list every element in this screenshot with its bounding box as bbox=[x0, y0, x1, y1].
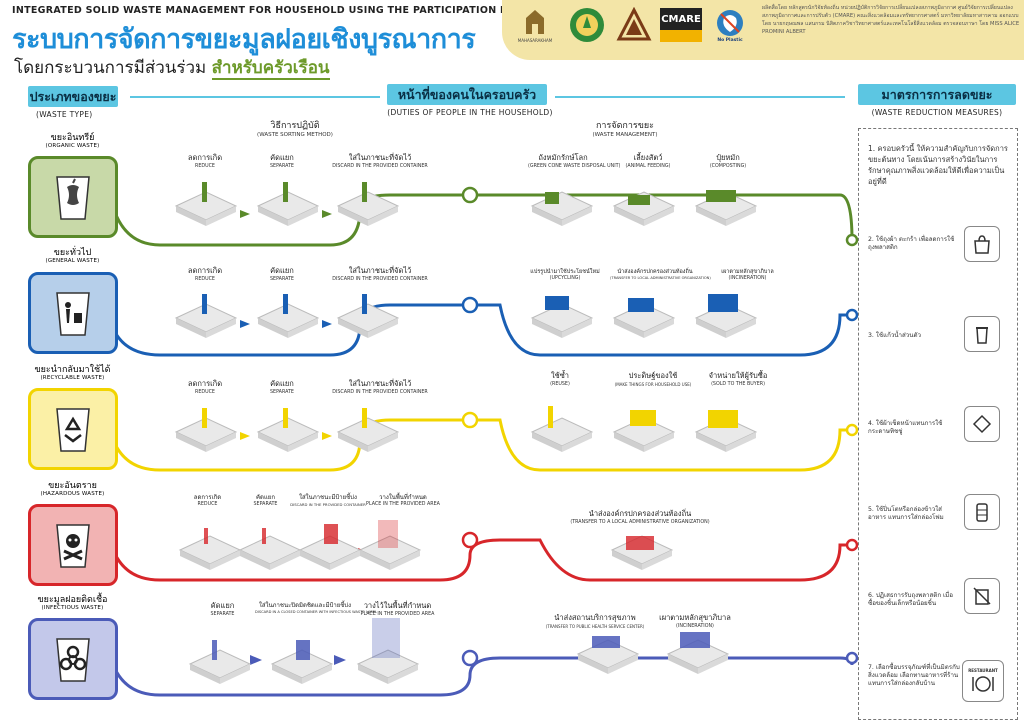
recycle-icon bbox=[56, 408, 90, 452]
mgmt-general-1: แปรรูปนำมาใช้ประโยชน์ใหม่(UPCYCLING) bbox=[530, 269, 600, 281]
reduce-heading: มาตรการการลดขยะ bbox=[858, 84, 1016, 105]
header-subtitle: โดยกระบวนการมีส่วนร่วม สำหรับครัวเรือน bbox=[14, 54, 330, 81]
mgmt-infectious-1: นำส่งสถานบริการสุขภาพ(TRANSFER TO PUBLIC… bbox=[545, 613, 645, 629]
header-title-th: ระบบการจัดการขยะมูลฝอยเชิงบูรณาการ bbox=[12, 24, 476, 55]
logo-mahasarakham: MAHASARAKHAM bbox=[512, 6, 558, 44]
reduction-panel bbox=[858, 128, 1018, 720]
reduce-item-1: 1. ครอบครัวนี้ ให้ความสำคัญกับการจัดการข… bbox=[868, 144, 1008, 186]
row-infectious-en: (INFECTIOUS WASTE) bbox=[41, 605, 104, 611]
subtitle-highlight: สำหรับครัวเรือน bbox=[211, 58, 330, 80]
mgmt-organic-2: เลี้ยงสัตว์(ANIMAL FEEDING) bbox=[625, 153, 671, 169]
step-recyclable-3: ใส่ในภาชนะที่จัดไว้DISCARD IN THE PROVID… bbox=[332, 379, 428, 395]
duties-heading: หน้าที่ของคนในครอบครัว bbox=[387, 84, 547, 105]
row-recyclable-label: ขยะนำกลับมาใช้ได้ bbox=[34, 365, 111, 375]
mgmt-recyclable-2: ประดิษฐ์ของใช้(MAKE THINGS FOR HOUSEHOLD… bbox=[614, 371, 692, 387]
row-general-label: ขยะทั่วไป bbox=[53, 248, 92, 258]
logo-no-plastic: No Plastic bbox=[708, 6, 752, 44]
skull-crossbones-icon bbox=[56, 524, 90, 568]
row-recyclable-en: (RECYCLABLE WASTE) bbox=[40, 375, 105, 381]
reduce-item-4: 4. ใช้ผ้าเช็ดหน้าแทนการใช้กระดาษทิชชู่ bbox=[868, 420, 943, 435]
row-organic-en: (ORGANIC WASTE) bbox=[45, 143, 100, 149]
cup-icon bbox=[964, 316, 1000, 352]
logo-university-seal bbox=[566, 6, 608, 44]
row-hazardous-label: ขยะอันตราย bbox=[48, 481, 97, 491]
bag-icon bbox=[964, 226, 1000, 262]
mgmt-recyclable-1: ใช้ซ้ำ(REUSE) bbox=[550, 371, 570, 387]
restaurant-icon: RESTAURANT bbox=[962, 660, 1004, 702]
step-organic-3: ใส่ในภาชนะที่จัดไว้DISCARD IN THE PROVID… bbox=[332, 153, 428, 169]
mgmt-general-2: นำส่งองค์กรปกครองส่วนท้องถิ่น(TRANSFER T… bbox=[610, 269, 711, 280]
reduce-caption: (WASTE REDUCTION MEASURES) bbox=[871, 108, 1003, 117]
apple-core-icon bbox=[56, 176, 90, 220]
mgmt-infectious-2: เผาตามหลักสุขาภิบาล(INCINERATION) bbox=[659, 613, 731, 629]
mgmt-general-3: เผาตามหลักสุขาภิบาล(INCINERATION) bbox=[721, 269, 774, 281]
reduce-item-3: 3. ใช้แก้วน้ำส่วนตัว bbox=[868, 332, 921, 339]
header-title-en: INTEGRATED SOLID WASTE MANAGEMENT FOR HO… bbox=[12, 5, 552, 16]
food-container-icon bbox=[964, 494, 1000, 530]
mgmt-heading: การจัดการขยะ (WASTE MANAGEMENT) bbox=[592, 121, 658, 138]
waste-type-caption: (WASTE TYPE) bbox=[36, 110, 93, 119]
row-infectious-label: ขยะมูลฝอยติดเชื้อ bbox=[37, 595, 108, 605]
organic-bin bbox=[28, 156, 118, 238]
reduce-item-6: 6. ปฏิเสธการรับถุงพลาสติก เมื่อซื้อของชิ… bbox=[868, 592, 953, 607]
divider-right bbox=[555, 96, 845, 98]
row-general-en: (GENERAL WASTE) bbox=[45, 258, 100, 264]
row-organic-label: ขยะอินทรีย์ bbox=[50, 133, 95, 143]
mgmt-organic-3: ปุ๋ยหมัก(COMPOSTING) bbox=[709, 153, 747, 169]
credits-text: ผลิตสื่อโดย หลักสูตรนักวิจัยท้องถิ่น หน่… bbox=[762, 5, 1020, 35]
logo-cmare: CMARE bbox=[660, 6, 702, 44]
mgmt-recyclable-3: จำหน่ายให้ผู้รับซื้อ(SOLD TO THE BUYER) bbox=[708, 371, 768, 387]
recyclable-bin bbox=[28, 388, 118, 470]
row-hazardous-en: (HAZARDOUS WASTE) bbox=[40, 491, 105, 497]
infectious-bin bbox=[28, 618, 118, 700]
general-bin bbox=[28, 272, 118, 354]
waste-type-heading: ประเภทของขยะ bbox=[28, 86, 118, 107]
mgmt-hazardous-1: นำส่งองค์กรปกครองส่วนท้องถิ่น(TRANSFER T… bbox=[570, 509, 710, 525]
subtitle-prefix: โดยกระบวนการมีส่วนร่วม bbox=[14, 58, 207, 78]
biohazard-icon bbox=[56, 638, 90, 682]
hazardous-bin bbox=[28, 504, 118, 586]
method-heading: วิธีการปฏิบัติ (WASTE SORTING METHOD) bbox=[257, 121, 333, 138]
duties-caption: (DUTIES OF PEOPLE IN THE HOUSEHOLD) bbox=[387, 108, 553, 117]
reduce-item-2: 2. ใช้ถุงผ้า ตะกร้า เพื่อลดการใช้ถุงพลาส… bbox=[868, 236, 955, 251]
reduce-item-7: 7. เลือกซื้อบรรจุภัณฑ์ที่เป็นมิตรกับสิ่ง… bbox=[868, 664, 960, 687]
reduce-item-5: 5. ใช้ปิ่นโตหรือกล่องข้าวใส่อาหาร แทนการ… bbox=[868, 506, 944, 521]
trash-person-icon bbox=[56, 292, 90, 336]
handkerchief-icon bbox=[964, 406, 1000, 442]
logo-triangle bbox=[614, 6, 654, 44]
mgmt-organic-1: ถังหมักรักษ์โลก(GREEN CONE WASTE DISPOSA… bbox=[528, 153, 621, 169]
divider-left bbox=[130, 96, 380, 98]
no-plastic-bag-icon bbox=[964, 578, 1000, 614]
step-general-3: ใส่ในภาชนะที่จัดไว้DISCARD IN THE PROVID… bbox=[332, 266, 428, 282]
